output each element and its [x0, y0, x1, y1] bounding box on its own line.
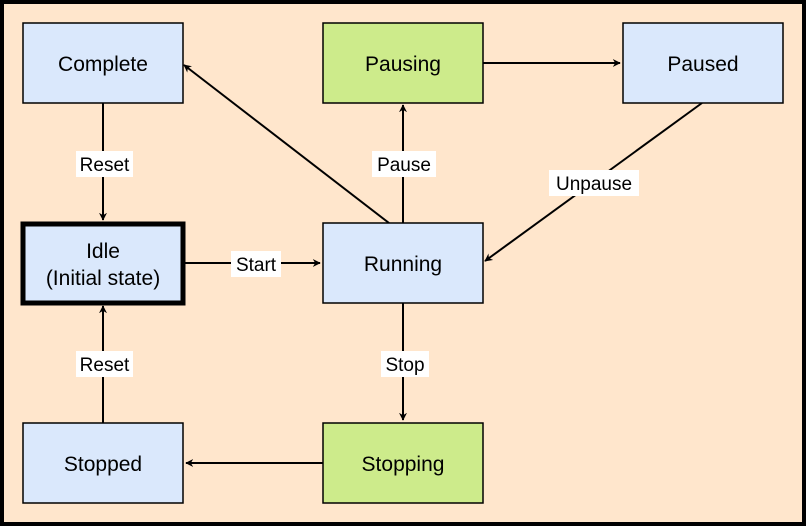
- state-idle-label: Idle: [86, 240, 120, 263]
- edge-label-unpause: Unpause: [556, 174, 632, 195]
- state-complete[interactable]: Complete: [22, 22, 184, 104]
- edge-label-stop: Stop: [385, 355, 424, 376]
- state-paused-label: Paused: [667, 53, 738, 76]
- state-stopped-label: Stopped: [64, 453, 142, 476]
- state-complete-label: Complete: [58, 53, 148, 76]
- edge-label-pause: Pause: [377, 155, 431, 176]
- state-idle[interactable]: Idle (Initial state): [20, 221, 186, 306]
- edge-labels: Reset Pause Unpause Start Stop Reset: [76, 151, 639, 377]
- state-stopped[interactable]: Stopped: [22, 422, 184, 504]
- state-paused[interactable]: Paused: [622, 22, 784, 104]
- state-idle-sublabel: (Initial state): [46, 267, 160, 290]
- state-nodes: Complete Pausing Paused Idle (Initial st…: [20, 22, 784, 504]
- state-stopping[interactable]: Stopping: [322, 422, 484, 504]
- state-running-label: Running: [364, 253, 442, 276]
- edge-label-start: Start: [236, 255, 277, 276]
- edge-label-reset-bottom: Reset: [80, 355, 130, 376]
- state-running[interactable]: Running: [322, 222, 484, 304]
- edge-label-reset-top: Reset: [80, 155, 130, 176]
- state-pausing-label: Pausing: [365, 53, 441, 76]
- edge-running-to-complete: [183, 64, 390, 224]
- state-pausing[interactable]: Pausing: [322, 22, 484, 104]
- state-stopping-label: Stopping: [362, 453, 445, 476]
